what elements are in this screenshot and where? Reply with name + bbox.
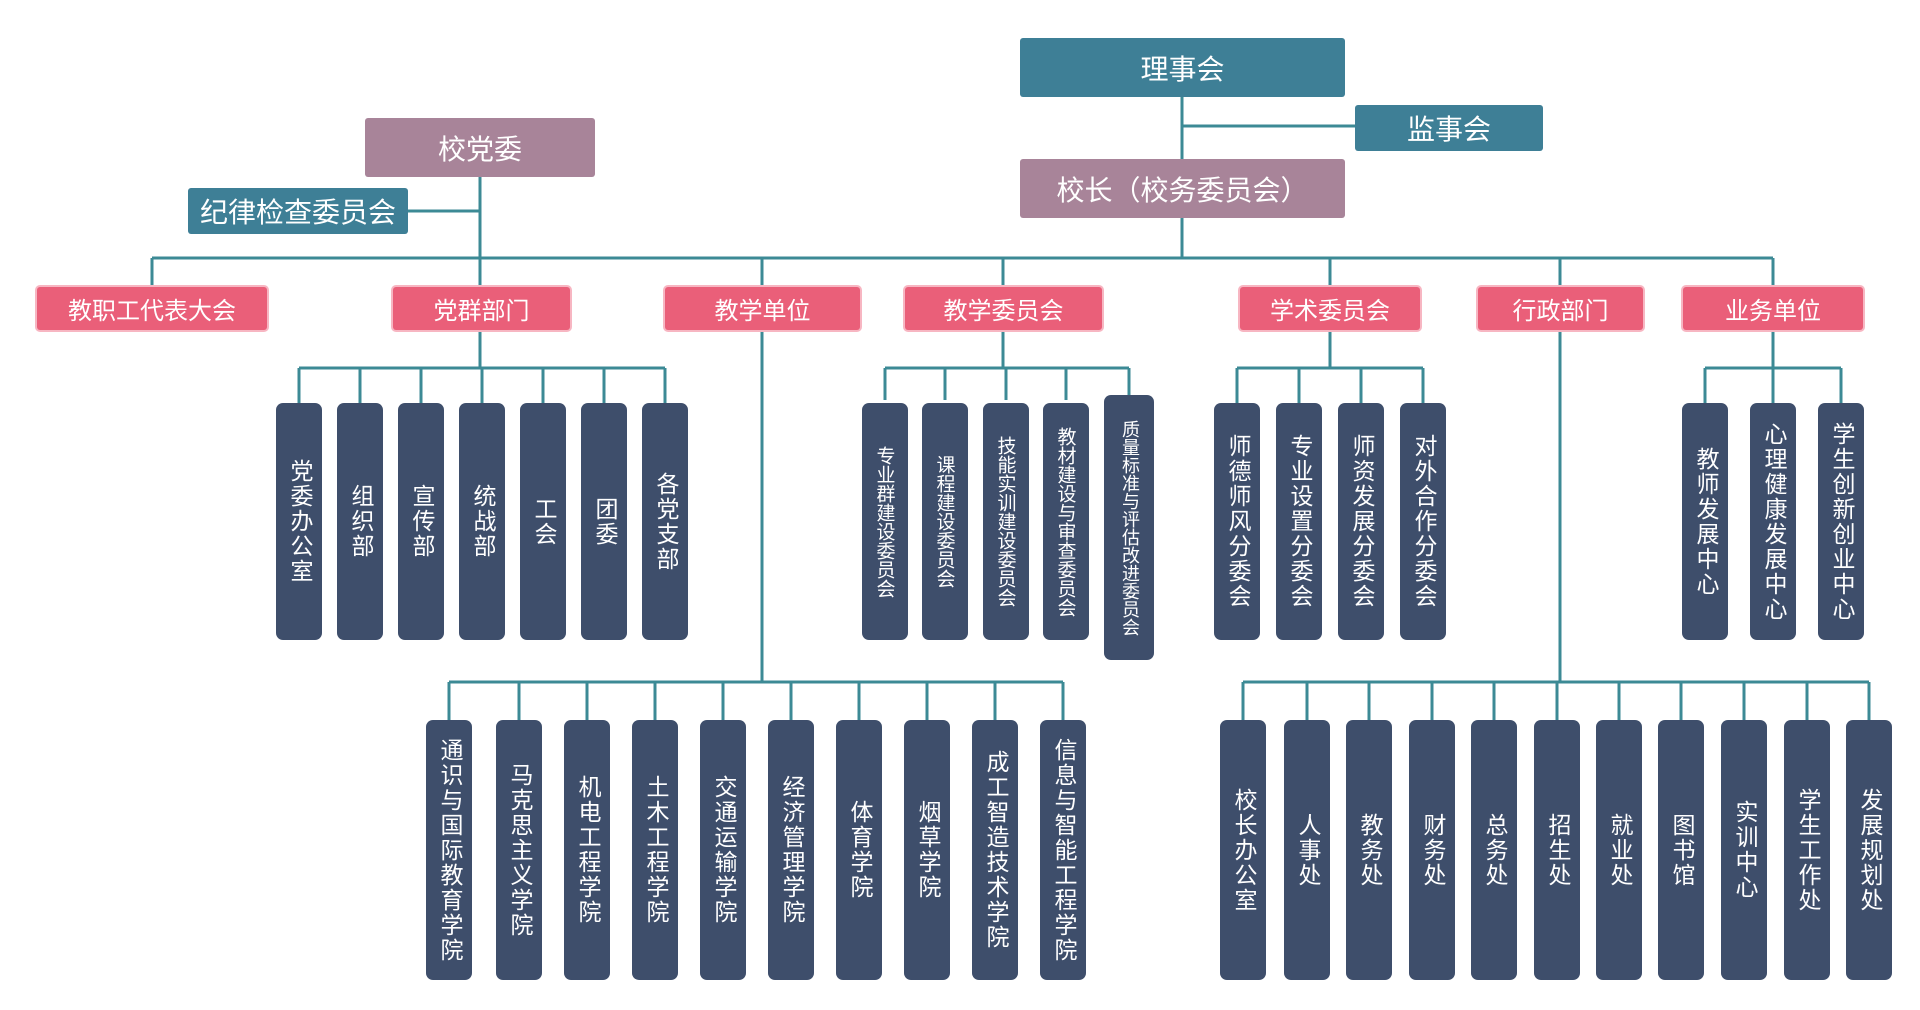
admin-dept-node: 招生处 (1534, 720, 1580, 980)
admin-dept-node: 发展规划处 (1846, 720, 1892, 980)
teaching-unit-node: 马克思主义学院 (496, 720, 542, 980)
teaching-unit-node: 经济管理学院 (768, 720, 814, 980)
teaching-unit-node: 交通运输学院 (700, 720, 746, 980)
admin-dept-node: 实训中心 (1721, 720, 1767, 980)
discipline-committee-node: 纪律检查委员会 (188, 188, 408, 234)
admin-dept-node: 校长办公室 (1220, 720, 1266, 980)
academic-committee-node: 专业设置分委会 (1276, 403, 1322, 640)
party-dept-node: 宣传部 (398, 403, 444, 640)
teaching-unit-node: 机电工程学院 (564, 720, 610, 980)
teaching-committee-node: 专业群建设委员会 (862, 403, 908, 640)
academic-committee-node: 师德师风分委会 (1214, 403, 1260, 640)
party-dept-node: 团委 (581, 403, 627, 640)
admin-dept-node: 财务处 (1409, 720, 1455, 980)
party-dept-node: 统战部 (459, 403, 505, 640)
party-dept-node: 工会 (520, 403, 566, 640)
teaching-unit-node: 土木工程学院 (632, 720, 678, 980)
category-business-units: 业务单位 (1683, 287, 1863, 330)
admin-dept-node: 教务处 (1346, 720, 1392, 980)
admin-dept-node: 就业处 (1596, 720, 1642, 980)
academic-committee-node: 对外合作分委会 (1400, 403, 1446, 640)
admin-dept-node: 总务处 (1471, 720, 1517, 980)
admin-dept-node: 图书馆 (1658, 720, 1704, 980)
teaching-unit-node: 通识与国际教育学院 (426, 720, 472, 980)
academic-committee-node: 师资发展分委会 (1338, 403, 1384, 640)
teaching-committee-node: 教材建设与审查委员会 (1043, 403, 1089, 640)
teaching-unit-node: 体育学院 (836, 720, 882, 980)
teaching-committee-node: 技能实训建设委员会 (983, 403, 1029, 640)
admin-dept-node: 人事处 (1284, 720, 1330, 980)
category-teaching-committee: 教学委员会 (905, 287, 1102, 330)
president-node: 校长（校务委员会） (1020, 159, 1345, 218)
party-dept-node: 党委办公室 (276, 403, 322, 640)
teaching-unit-node: 烟草学院 (904, 720, 950, 980)
business-unit-node: 教师发展中心 (1682, 403, 1728, 640)
teaching-unit-node: 成工智造技术学院 (972, 720, 1018, 980)
category-party-depts: 党群部门 (393, 287, 570, 330)
teaching-unit-node: 信息与智能工程学院 (1040, 720, 1086, 980)
category-academic-committee: 学术委员会 (1240, 287, 1420, 330)
board-node: 理事会 (1020, 38, 1345, 97)
teaching-committee-node: 课程建设委员会 (922, 403, 968, 640)
party-dept-node: 各党支部 (642, 403, 688, 640)
category-staff-congress: 教职工代表大会 (37, 287, 267, 330)
business-unit-node: 学生创新创业中心 (1818, 403, 1864, 640)
supervisory-board-node: 监事会 (1355, 105, 1543, 151)
party-committee-node: 校党委 (365, 118, 595, 177)
category-teaching-units: 教学单位 (665, 287, 860, 330)
party-dept-node: 组织部 (337, 403, 383, 640)
category-admin-depts: 行政部门 (1478, 287, 1643, 330)
admin-dept-node: 学生工作处 (1784, 720, 1830, 980)
business-unit-node: 心理健康发展中心 (1750, 403, 1796, 640)
teaching-committee-node: 质量标准与评估改进委员会 (1104, 395, 1154, 660)
